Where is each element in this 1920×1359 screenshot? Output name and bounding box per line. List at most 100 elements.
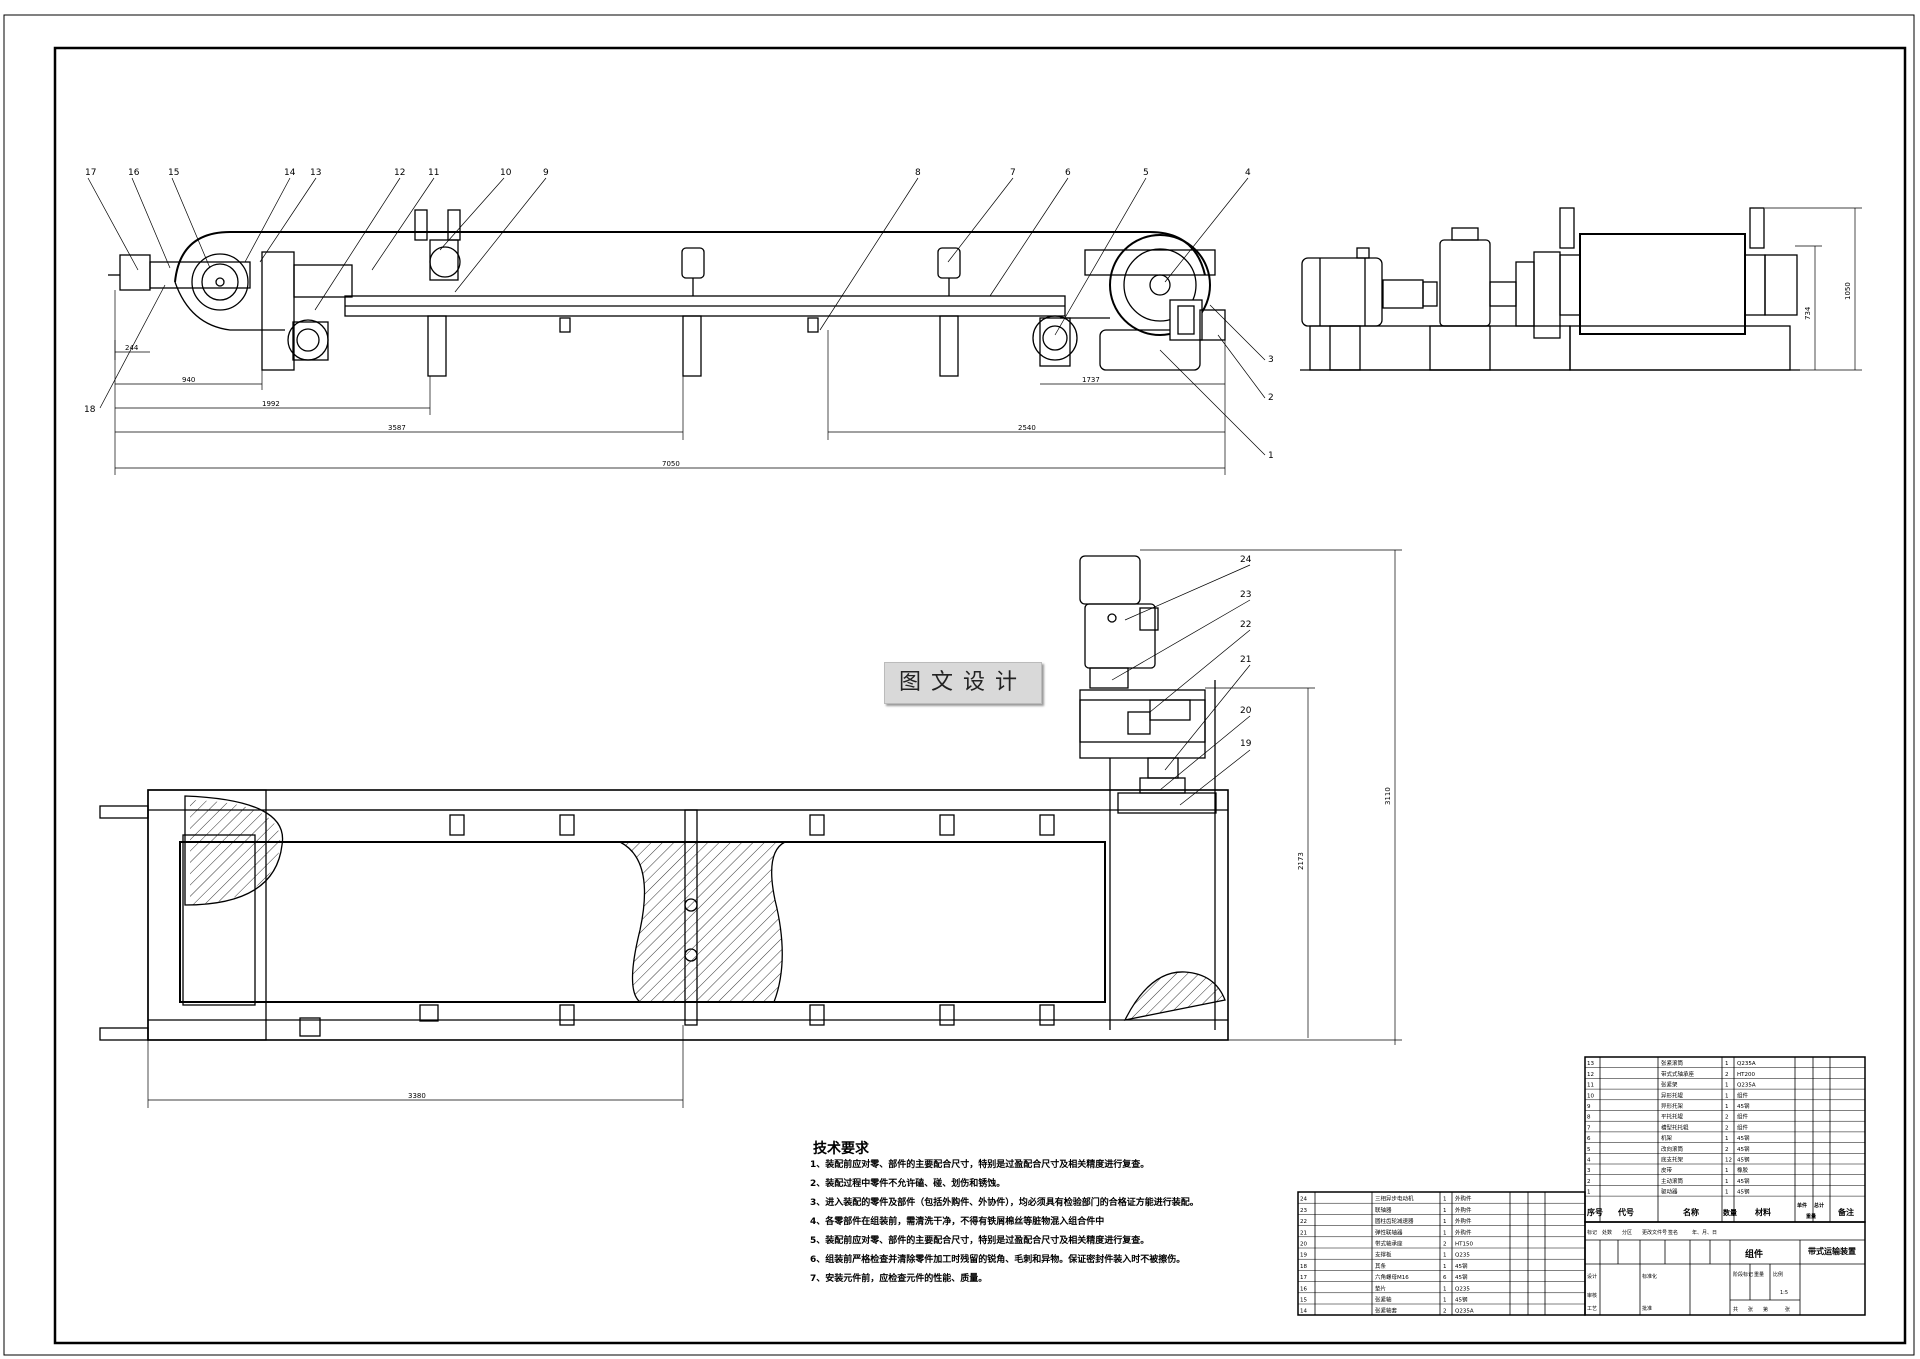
bom-right-cell-mat: 组件 <box>1737 1113 1749 1121</box>
bom-right-cell-name: 改向滚筒 <box>1661 1145 1684 1153</box>
bom-right-cell-name: 驱动器 <box>1661 1189 1678 1196</box>
callout-11: 11 <box>428 168 439 178</box>
tech-req-item: 6、组装前严格检查并清除零件加工时残留的锐角、毛刺和异物。保证密封件装入时不被擦… <box>810 1255 1186 1265</box>
tb-docno: 更改文件号 <box>1642 1229 1667 1236</box>
bom-right-cell-qty: 12 <box>1725 1158 1732 1164</box>
end-view <box>1300 207 1800 371</box>
dim-7050: 7050 <box>662 460 680 468</box>
bom-right-cell-no: 3 <box>1587 1168 1591 1174</box>
bom-right-cell-qty: 2 <box>1725 1072 1729 1078</box>
bom-right-cell-mat: 45钢 <box>1737 1188 1750 1196</box>
bom-right-cell-qty: 1 <box>1725 1104 1729 1110</box>
dim-2540: 2540 <box>1018 424 1036 432</box>
callout-21: 21 <box>1240 655 1251 665</box>
bom-header-no: 序号 <box>1587 1207 1603 1217</box>
tech-req-item: 3、进入装配的零件及部件（包括外购件、外协件），均必须具有检验部门的合格证方能进… <box>810 1198 1199 1208</box>
callout-3: 3 <box>1268 355 1274 365</box>
bom-left-cell-mat: Q235 <box>1455 1253 1470 1259</box>
bom-right-cell-qty: 2 <box>1725 1125 1729 1131</box>
callout-17: 17 <box>85 168 96 178</box>
bom-left-cell-qty: 1 <box>1443 1208 1447 1214</box>
callout-4: 4 <box>1245 168 1251 178</box>
bom-right-cell-no: 10 <box>1587 1093 1594 1099</box>
bom-left-cell-qty: 2 <box>1443 1242 1447 1248</box>
tech-req-title: 技术要求 <box>813 1141 869 1157</box>
side-view-dimensions <box>114 330 1226 475</box>
bom-left-cell-name: 三相异步电动机 <box>1375 1195 1414 1203</box>
callout-19: 19 <box>1240 739 1252 749</box>
bom-header-name: 名称 <box>1683 1207 1699 1217</box>
bom-left-cell-no: 14 <box>1300 1309 1307 1315</box>
tb-name: 带式运输装置 <box>1808 1246 1856 1256</box>
bom-right-cell-mat: 45钢 <box>1737 1156 1750 1164</box>
bom-left-cell-name: 六角螺母M16 <box>1375 1273 1409 1281</box>
outer-border <box>3 14 1915 1356</box>
bom-right-cell-name: 异形托辊 <box>1661 1091 1684 1099</box>
callout-20: 20 <box>1240 706 1252 716</box>
bom-right-cell-no: 8 <box>1587 1115 1591 1121</box>
bom-right-cell-qty: 1 <box>1725 1136 1729 1142</box>
bom-right-cell-no: 11 <box>1587 1083 1594 1089</box>
bom-left-cell-name: 联轴器 <box>1375 1206 1392 1214</box>
dim-244: 244 <box>125 344 139 352</box>
bom-header-weight: 重量 <box>1806 1213 1816 1220</box>
bom-right-cell-qty: 1 <box>1725 1093 1729 1099</box>
bom-left-cell-no: 21 <box>1300 1230 1307 1236</box>
bom-left-cell-mat: HT150 <box>1455 1242 1473 1248</box>
bom-right-cell-mat: 45钢 <box>1737 1145 1750 1153</box>
dim-1050: 1050 <box>1844 282 1852 300</box>
bom-right-cell-mat: HT200 <box>1737 1072 1755 1078</box>
bom-left-cell-no: 22 <box>1300 1219 1307 1225</box>
callout-10: 10 <box>500 168 512 178</box>
tech-req-list: 1、装配前应对零、部件的主要配合尺寸，特别是过盈配合尺寸及相关精度进行复查。 2… <box>810 1156 1199 1289</box>
bom-header-code: 代号 <box>1617 1207 1634 1217</box>
bom-left-cell-mat: Q235A <box>1455 1309 1474 1315</box>
bom-left-cell-name: 弹性联轴器 <box>1375 1228 1403 1236</box>
bom-left-cell-qty: 1 <box>1443 1264 1447 1270</box>
bom-right-cell-name: 张紧滚筒 <box>1661 1059 1684 1067</box>
bom-left-cell-no: 23 <box>1300 1208 1307 1214</box>
tb-stage: 阶段标记 <box>1733 1271 1753 1278</box>
bom-left-cell-mat: Q235 <box>1455 1286 1470 1292</box>
bom-left-cell-name: 垫片 <box>1375 1284 1386 1292</box>
bom-right-cell-qty: 1 <box>1725 1083 1729 1089</box>
tb-scale: 比例 <box>1773 1271 1783 1278</box>
bom-right-cell-name: 机架 <box>1661 1134 1673 1142</box>
dim-3587: 3587 <box>388 424 406 432</box>
bom-header-remark: 备注 <box>1837 1207 1854 1217</box>
bom-left-cell-qty: 1 <box>1443 1197 1447 1203</box>
bom-right-cell-name: 主动滚筒 <box>1661 1177 1684 1185</box>
plan-view-dimensions <box>147 549 1402 1108</box>
bom-right-cell-qty: 2 <box>1725 1147 1729 1153</box>
bom-right-cell-name: 带式式轴承座 <box>1661 1070 1695 1078</box>
bom-header-total: 总计 <box>1814 1202 1824 1209</box>
tb-scale-value: 1:5 <box>1780 1290 1788 1296</box>
bom-left-cell-qty: 1 <box>1443 1298 1447 1304</box>
plan-view-leaders <box>1111 564 1251 806</box>
tech-req-item: 1、装配前应对零、部件的主要配合尺寸，特别是过盈配合尺寸及相关精度进行复查。 <box>810 1160 1150 1170</box>
watermark: 图文设计 <box>884 662 1042 704</box>
bom-right-cell-mat: 组件 <box>1737 1091 1749 1099</box>
bom-header-mat: 材料 <box>1755 1207 1771 1217</box>
tb-zone: 分区 <box>1622 1229 1632 1236</box>
bom-right-cell-name: 槽型托托辊 <box>1661 1123 1689 1131</box>
bom-right-cell-mat: 橡胶 <box>1737 1166 1749 1174</box>
bom-right-cell-name: 平托托辊 <box>1661 1113 1684 1121</box>
tech-req-item: 5、装配前应对零、部件的主要配合尺寸，特别是过盈配合尺寸及相关精度进行复查。 <box>810 1236 1150 1246</box>
bom-right-cell-no: 12 <box>1587 1072 1594 1078</box>
end-view-dimensions <box>1765 207 1862 371</box>
bom-right-cell-mat: Q235A <box>1737 1083 1756 1089</box>
bom-left-cell-mat: 45钢 <box>1455 1296 1468 1304</box>
bom-left-cell-no: 17 <box>1300 1275 1307 1281</box>
dim-3380: 3380 <box>408 1092 426 1100</box>
tb-approve: 批准 <box>1642 1305 1652 1312</box>
tb-date: 年、月、日 <box>1692 1229 1717 1236</box>
bom-right-cell-no: 5 <box>1587 1147 1591 1153</box>
dim-2173: 2173 <box>1297 852 1305 870</box>
bom-right-cell-qty: 2 <box>1725 1115 1729 1121</box>
bom-right-cell-mat: 组件 <box>1737 1123 1749 1131</box>
bom-right-cell-name: 皮带 <box>1661 1166 1673 1174</box>
bom-right-cell-no: 2 <box>1587 1179 1591 1185</box>
